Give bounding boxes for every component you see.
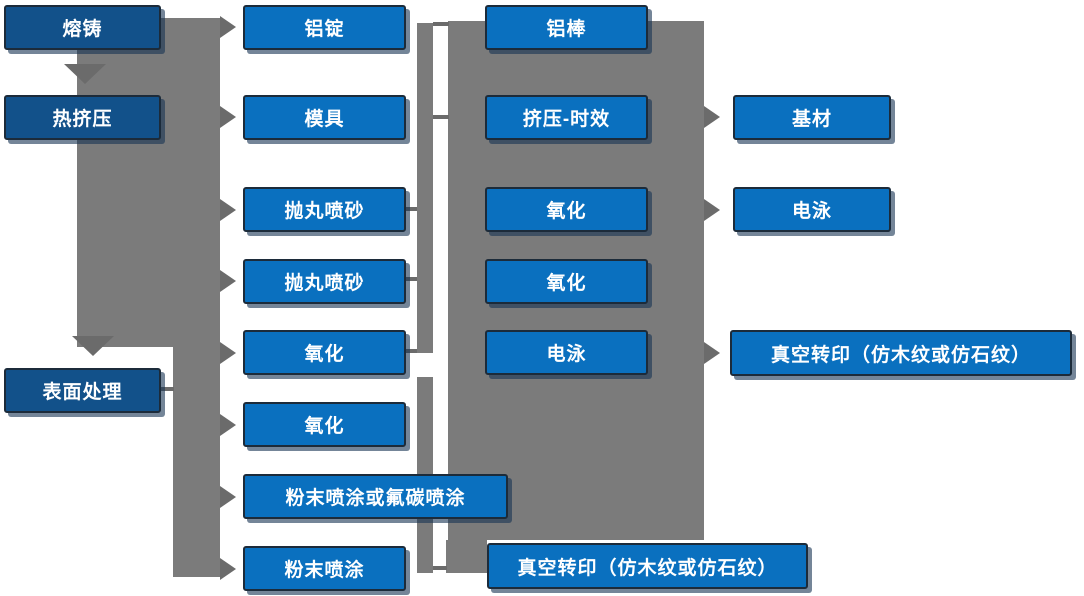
arrow-to-oxidation-1 <box>220 342 236 364</box>
process-box-oxidation-1: 氧化 <box>243 330 406 375</box>
mid-box-vacuum-transfer: 真空转印（仿木纹或仿石纹） <box>487 543 808 589</box>
arrow-down-to-surface-treatment <box>72 336 114 356</box>
arrow-to-shot-blasting-2 <box>220 270 236 292</box>
tick-surface-treatment-to-band <box>161 387 174 391</box>
tick-bar-to-pipe-row1 <box>433 22 449 26</box>
arrow-to-vacuum-transfer-output <box>704 342 720 364</box>
mid-box-oxidation-1: 氧化 <box>485 187 648 232</box>
process-box-shot-blasting-1: 抛丸喷砂 <box>243 187 406 232</box>
process-box-powder-coating: 粉末喷涂 <box>243 546 406 591</box>
flow-band-surface-treatment <box>173 332 220 577</box>
output-box-vacuum-transfer: 真空转印（仿木纹或仿石纹） <box>730 330 1072 376</box>
arrow-to-oxidation-2 <box>220 414 236 436</box>
stage-box-surface-treatment: 表面处理 <box>4 368 161 413</box>
mid-box-electrophoresis: 电泳 <box>485 330 648 375</box>
arrow-to-mold <box>220 106 236 128</box>
stage-box-melting-casting: 熔铸 <box>4 5 161 50</box>
arrow-to-powder-coating <box>220 558 236 580</box>
process-pipe-foot <box>446 540 487 573</box>
arrow-to-aluminum-ingot <box>220 16 236 38</box>
arrow-to-shot-blasting-1 <box>220 199 236 221</box>
tick-bar-to-pipe-row2 <box>433 115 449 119</box>
mid-box-oxidation-2: 氧化 <box>485 259 648 304</box>
mid-box-aluminum-rod: 铝棒 <box>485 5 648 50</box>
arrow-to-base-material <box>704 106 720 128</box>
process-box-oxidation-2: 氧化 <box>243 402 406 447</box>
arrow-down-to-hot-extrusion <box>64 64 106 84</box>
arrow-to-powder-or-fluorocarbon-coating <box>220 486 236 508</box>
tick-shot-blasting-1-to-bar <box>405 207 417 211</box>
process-box-shot-blasting-2: 抛丸喷砂 <box>243 259 406 304</box>
process-box-powder-or-fluorocarbon-coating: 粉末喷涂或氟碳喷涂 <box>243 474 508 519</box>
tick-oxidation-1-to-bar <box>405 349 417 353</box>
collector-bar-upper <box>417 23 433 353</box>
process-box-mold: 模具 <box>243 95 406 140</box>
output-box-electrophoresis: 电泳 <box>733 187 891 232</box>
stage-box-hot-extrusion: 热挤压 <box>4 95 161 140</box>
tick-bar-to-pipe-foot <box>433 566 447 570</box>
arrow-to-electrophoresis-output <box>704 199 720 221</box>
output-box-base-material: 基材 <box>733 95 891 140</box>
tick-shot-blasting-2-to-bar <box>405 277 417 281</box>
process-box-aluminum-ingot: 铝锭 <box>243 5 406 50</box>
mid-box-extrusion-aging: 挤压-时效 <box>485 95 648 140</box>
